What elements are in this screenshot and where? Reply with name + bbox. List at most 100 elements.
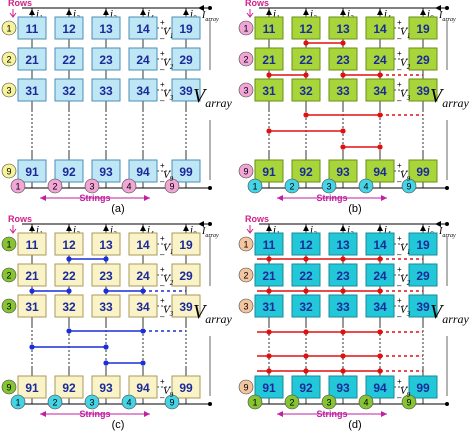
module-number: 13 (99, 22, 113, 36)
strings-label: Strings (79, 193, 110, 203)
panel-d: i1i2i3i4i9111213141921222324293132333439… (238, 214, 470, 431)
tie-node (266, 329, 272, 335)
pv-module-cell (91, 47, 121, 71)
module-number: 99 (416, 381, 430, 395)
strings-label: Strings (79, 409, 110, 419)
tie-node (377, 112, 383, 118)
module-number: 22 (62, 269, 76, 283)
pv-module-cell (328, 16, 358, 40)
tie-node (266, 353, 272, 359)
row-number: 2 (6, 271, 11, 281)
pv-module-cell (91, 16, 121, 40)
string-number: 4 (126, 182, 131, 192)
tie-node (340, 256, 346, 262)
pv-module-cell (408, 78, 438, 102)
array-current-arrow-icon (435, 221, 441, 227)
module-number: 24 (136, 53, 150, 67)
pv-module-cell (91, 78, 121, 102)
module-number: 34 (373, 84, 387, 98)
pv-module-cell (328, 159, 358, 183)
module-number: 14 (136, 238, 150, 252)
module-number: 14 (373, 22, 387, 36)
pv-module-cell (365, 263, 395, 287)
pv-module-cell (171, 263, 201, 287)
current-arrow-icon (303, 225, 309, 231)
plus-sign: + (160, 18, 165, 27)
module-number: 94 (136, 381, 150, 395)
tie-node (66, 328, 72, 334)
pv-module-cell (254, 78, 284, 102)
row-voltage-label: V1 (163, 242, 173, 256)
plus-sign: + (160, 296, 165, 305)
tie-node (340, 368, 346, 374)
current-arrow-icon (377, 225, 383, 231)
module-number: 94 (136, 165, 150, 179)
module-number: 29 (416, 53, 430, 67)
string-circle (121, 178, 137, 194)
pv-module-cell (328, 294, 358, 318)
row-number: 9 (6, 383, 11, 393)
pv-module-cell (171, 294, 201, 318)
pv-module-cell (128, 263, 158, 287)
module-number: 99 (416, 165, 430, 179)
module-number: 93 (336, 165, 350, 179)
module-number: 32 (299, 84, 313, 98)
pv-module-cell (17, 16, 47, 40)
plus-sign: + (160, 80, 165, 89)
row-voltage-label: V2 (163, 273, 174, 287)
module-number: 21 (25, 269, 39, 283)
pv-module-cell (54, 232, 84, 256)
row-voltage-label: V2 (400, 273, 411, 287)
module-number: 39 (416, 84, 430, 98)
current-arrow-icon (303, 9, 309, 15)
plus-sign: + (397, 296, 402, 305)
tie-node (303, 329, 309, 335)
pv-module-cell (254, 232, 284, 256)
tie-node (266, 256, 272, 262)
module-number: 32 (62, 300, 76, 314)
tie-node (340, 329, 346, 335)
array-voltage-label: Varray (430, 85, 470, 110)
pv-module-cell (17, 78, 47, 102)
row-voltage-label: V3 (400, 304, 411, 318)
pv-module-cell (328, 232, 358, 256)
row-voltage-label: V3 (400, 88, 411, 102)
tie-node (303, 353, 309, 359)
string-circle (10, 178, 26, 194)
minus-sign: – (397, 96, 402, 105)
minus-sign: – (160, 281, 165, 290)
module-number: 29 (416, 269, 430, 283)
tie-node (266, 72, 272, 78)
row-voltage-label: V9 (163, 385, 174, 399)
plus-sign: + (160, 377, 165, 386)
array-current-arrow-icon (198, 5, 204, 11)
array-current-label: Iarray (438, 10, 456, 23)
string-number: 2 (52, 398, 57, 408)
tie-node (340, 144, 346, 150)
pv-module-cell (291, 16, 321, 40)
string-circle (47, 178, 63, 194)
tie-node (103, 288, 109, 294)
module-number: 31 (25, 84, 39, 98)
minus-sign: – (397, 65, 402, 74)
row-number: 1 (6, 24, 11, 34)
tie-node (29, 344, 35, 350)
module-number: 23 (99, 269, 113, 283)
minus-sign: – (160, 96, 165, 105)
module-number: 21 (262, 269, 276, 283)
tie-node (377, 288, 383, 294)
string-circle (10, 394, 26, 410)
row-number: 2 (243, 55, 248, 65)
module-number: 14 (136, 22, 150, 36)
row-voltage-label: V3 (163, 304, 174, 318)
tie-node (303, 72, 309, 78)
plus-sign: + (397, 18, 402, 27)
module-number: 94 (373, 381, 387, 395)
module-number: 29 (179, 53, 193, 67)
arrow-right-icon (381, 195, 387, 201)
module-number: 11 (263, 22, 276, 36)
tie-node (377, 256, 383, 262)
row-number: 3 (243, 86, 248, 96)
pv-module-cell (365, 232, 395, 256)
panel-caption: (d) (348, 419, 361, 431)
